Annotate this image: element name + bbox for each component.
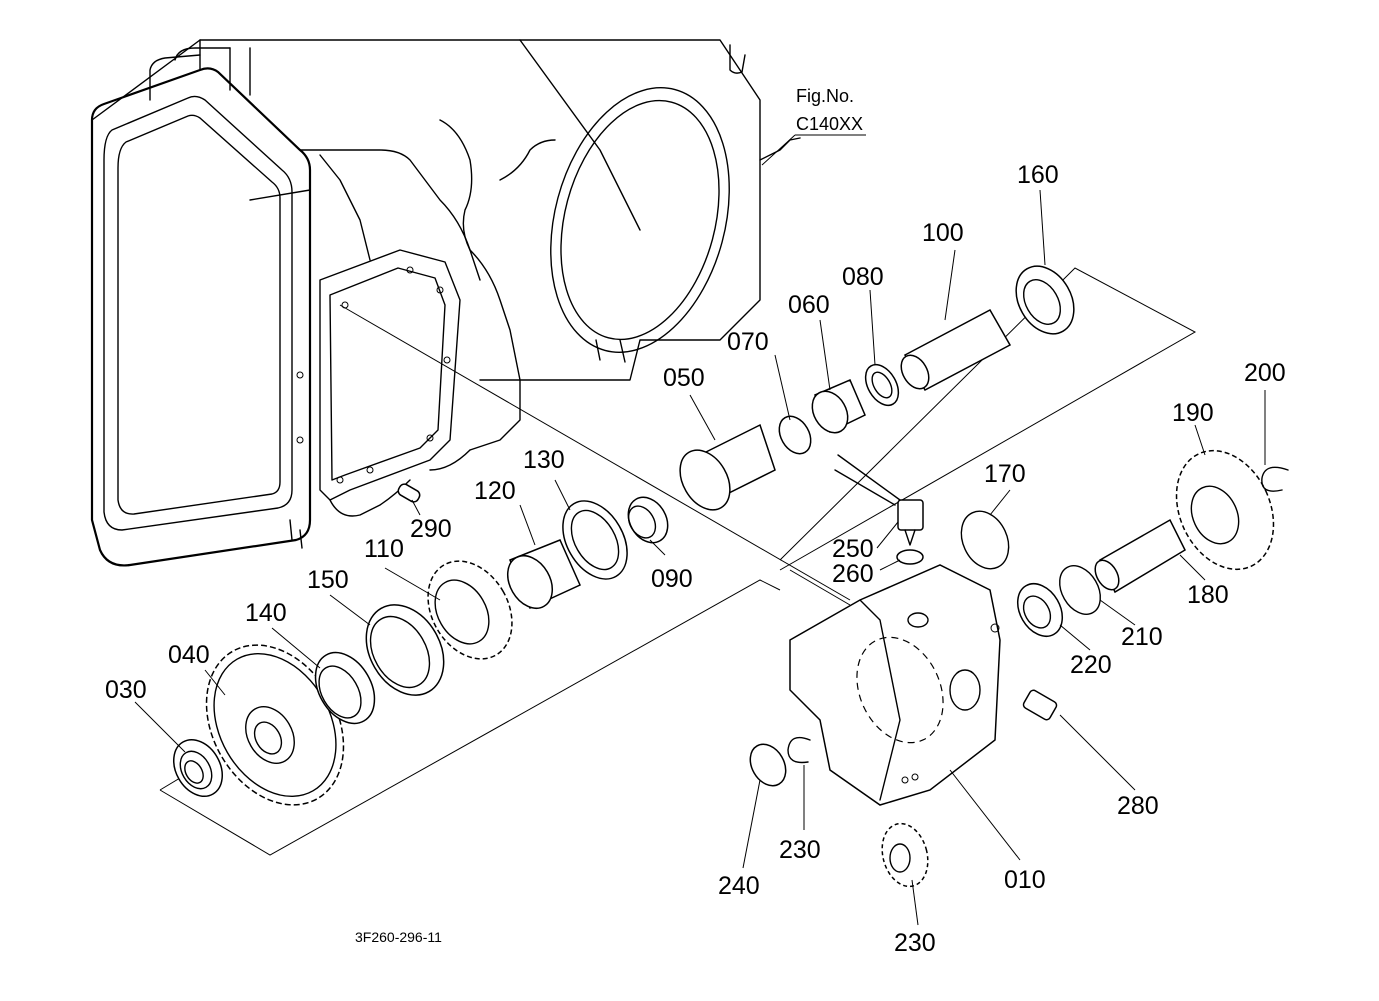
part-290-pin xyxy=(397,483,421,503)
part-080-collar xyxy=(778,415,812,455)
part-130-thrust-washer xyxy=(562,500,628,580)
fig-number: C140XX xyxy=(796,114,863,134)
part-220-circlip xyxy=(1059,565,1101,615)
part-labels: 160 100 080 060 070 050 200 190 130 170 … xyxy=(105,161,1286,957)
part-210-bearing xyxy=(1016,583,1064,637)
part-200-snap-ring xyxy=(1261,466,1289,492)
label-120: 120 xyxy=(474,477,516,505)
leader-lines xyxy=(134,189,1266,926)
label-160: 160 xyxy=(1017,161,1059,189)
label-180: 180 xyxy=(1187,581,1229,609)
label-100: 100 xyxy=(922,219,964,247)
label-210: 220 xyxy=(1070,651,1112,679)
label-220: 210 xyxy=(1121,623,1163,651)
drawing-code: 3F260-296-11 xyxy=(355,929,442,945)
label-080: 070 xyxy=(727,328,769,356)
fig-label: Fig.No. xyxy=(796,86,854,106)
part-100-shaft xyxy=(900,308,1012,392)
label-150: 150 xyxy=(307,566,349,594)
part-120-bearing xyxy=(506,539,581,610)
part-280-plug xyxy=(1022,689,1058,721)
part-030-bearing xyxy=(173,739,223,797)
label-040: 040 xyxy=(168,641,210,669)
assembly-axis-lines xyxy=(159,267,1197,856)
label-010: 010 xyxy=(1004,866,1046,894)
figure-reference: Fig.No. C140XX xyxy=(761,86,866,166)
label-190: 190 xyxy=(1172,399,1214,427)
part-270-washer xyxy=(896,549,924,565)
part-160-bearing xyxy=(1015,265,1075,335)
label-290: 290 xyxy=(410,515,452,543)
label-090: 080 xyxy=(842,263,884,291)
part-090-washer xyxy=(864,363,900,407)
label-070: 090 xyxy=(651,565,693,593)
label-060: 060 xyxy=(788,291,830,319)
label-110: 110 xyxy=(364,535,404,563)
label-250: 240 xyxy=(718,872,760,900)
label-140: 140 xyxy=(245,599,287,627)
part-240-snap-ring xyxy=(787,736,811,764)
part-250-needle-bearing xyxy=(749,743,787,787)
label-280: 280 xyxy=(1117,792,1159,820)
part-010-housing xyxy=(789,564,1001,806)
part-190-gear xyxy=(1175,449,1275,571)
label-030: 030 xyxy=(105,676,147,704)
part-050-gear xyxy=(679,423,776,511)
label-240: 230 xyxy=(779,836,821,864)
label-230: 230 xyxy=(894,929,936,957)
part-060-bearing xyxy=(811,379,866,434)
part-070-needle-bearing xyxy=(627,496,669,544)
label-200: 200 xyxy=(1244,359,1286,387)
label-130: 130 xyxy=(523,446,565,474)
transmission-case xyxy=(90,39,801,567)
label-170: 170 xyxy=(984,460,1026,488)
part-140-bearing xyxy=(314,651,376,725)
label-260: 250 xyxy=(832,535,874,563)
part-170-circlip xyxy=(960,510,1010,570)
part-230-gear xyxy=(881,822,929,888)
part-150-oil-seal xyxy=(365,604,445,696)
label-050: 050 xyxy=(663,364,705,392)
label-270: 260 xyxy=(832,560,874,588)
part-110-gear xyxy=(427,560,513,660)
part-260-switch xyxy=(834,454,924,546)
part-180-shaft xyxy=(1094,518,1186,594)
